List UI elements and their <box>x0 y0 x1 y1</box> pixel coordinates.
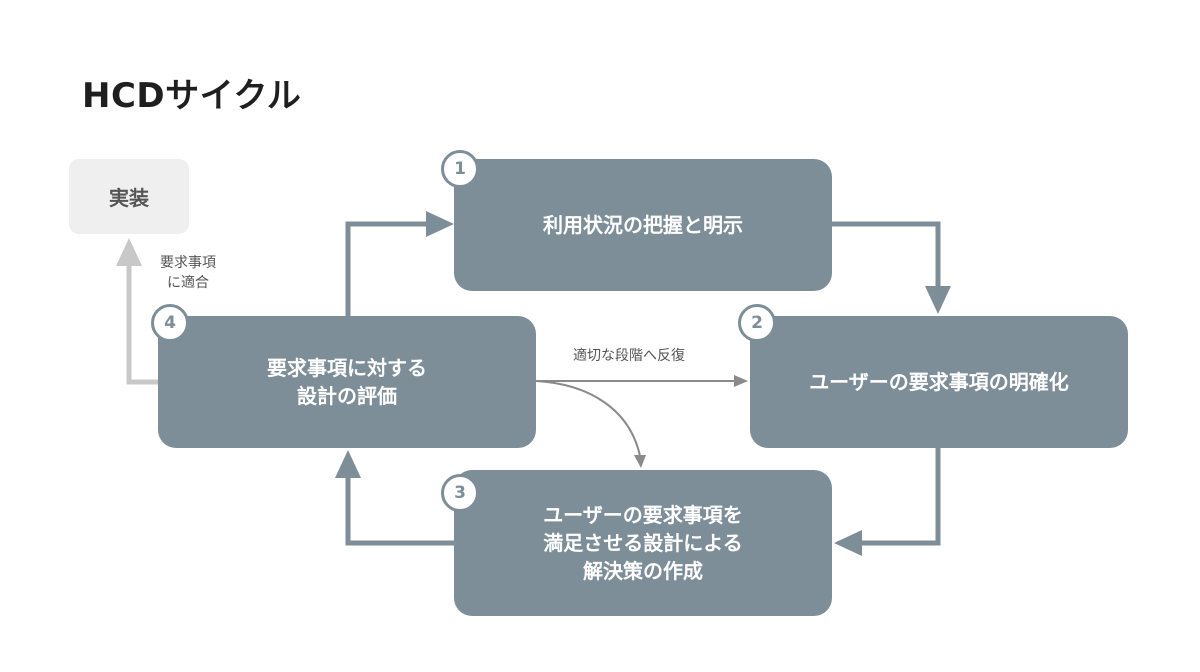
step-2-line-1: ユーザーの要求事項の明確化 <box>809 370 1069 394</box>
step-4-line-1: 要求事項に対する <box>267 356 427 380</box>
arrow-head-solution <box>834 530 862 556</box>
arrow-head-implementation <box>116 238 142 266</box>
arrow-iterate-to-solution <box>535 380 641 457</box>
arrow-head-requirements <box>925 286 951 314</box>
step-3-line-1: ユーザーの要求事項を <box>543 503 743 527</box>
step-evaluate-design: 要求事項に対する 設計の評価 <box>158 316 536 448</box>
fit-note-line-1: 要求事項 <box>160 255 216 271</box>
step-4-line-2: 設計の評価 <box>297 384 397 408</box>
arrow-solution-to-evaluation <box>345 476 456 546</box>
arrow-head-iterate-requirements <box>734 375 748 387</box>
step-4-badge: 4 <box>151 304 189 342</box>
step-design-solutions: ユーザーの要求事項を 満足させる設計による 解決策の作成 <box>454 470 832 616</box>
arrow-head-context <box>426 211 454 237</box>
arrow-evaluation-to-context <box>345 221 428 318</box>
fit-requirements-note: 要求事項 に適合 <box>160 253 216 293</box>
fit-note-line-2: に適合 <box>167 275 209 291</box>
step-2-badge: 2 <box>738 304 776 342</box>
step-context-of-use: 利用状況の把握と明示 <box>454 159 832 291</box>
arrow-context-to-requirements <box>832 221 941 288</box>
implementation-box: 実装 <box>69 159 189 234</box>
step-user-requirements: ユーザーの要求事項の明確化 <box>750 316 1128 448</box>
arrow-head-evaluation <box>335 450 361 478</box>
step-1-badge: 1 <box>441 150 479 188</box>
step-3-line-3: 解決策の作成 <box>583 559 703 583</box>
step-1-line-1: 利用状況の把握と明示 <box>543 213 743 237</box>
arrow-requirements-to-solution <box>860 448 941 546</box>
step-3-badge: 3 <box>441 474 479 512</box>
arrow-head-iterate-solution <box>634 455 646 468</box>
page-title: HCDサイクル <box>82 76 302 116</box>
step-3-line-2: 満足させる設計による <box>543 531 743 555</box>
arrow-evaluation-to-implementation <box>126 265 160 385</box>
iterate-note: 適切な段階へ反復 <box>573 348 685 364</box>
